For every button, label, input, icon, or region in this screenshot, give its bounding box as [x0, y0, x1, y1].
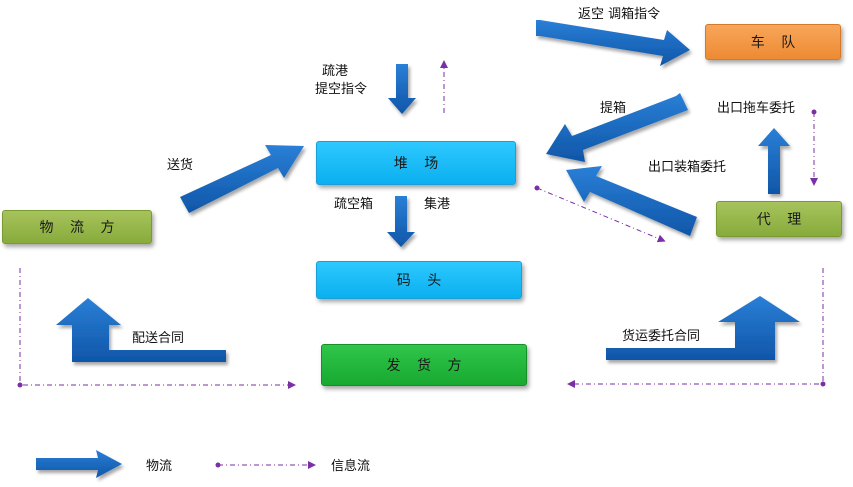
logistics-node: 物 流 方	[2, 210, 152, 244]
agent-node: 代 理	[716, 201, 842, 237]
terminal-node: 码 头	[316, 261, 522, 299]
yard-node: 堆 场	[316, 141, 516, 185]
legend-info-label: 信息流	[331, 459, 371, 474]
label-pick-box: 提箱	[600, 101, 627, 116]
fleet-node: 车 队	[705, 24, 841, 60]
return-empty-arrow	[536, 20, 690, 66]
info-line-left-contract	[19, 268, 296, 389]
label-delivery-contract: 配送合同	[132, 331, 185, 346]
evacuate-arrow	[388, 64, 416, 114]
label-evacuate-line1: 疏港	[322, 64, 349, 79]
label-return-empty: 返空 调箱指令	[578, 7, 661, 22]
label-freight-contract: 货运委托合同	[622, 329, 701, 344]
pick-box-arrow	[546, 93, 688, 162]
label-deliver: 送货	[167, 158, 194, 173]
label-export-pack: 出口装箱委托	[648, 160, 727, 175]
label-export-tow: 出口拖车委托	[717, 101, 796, 116]
export-pack-arrow	[566, 166, 697, 236]
delivery-contract-arrow	[56, 298, 226, 362]
freight-contract-arrow	[606, 296, 800, 360]
info-line-yard-agent	[534, 185, 666, 243]
agent-up-arrow	[758, 128, 790, 194]
shipper-node: 发 货 方	[321, 344, 527, 386]
label-evacuate-empty: 疏空箱	[334, 197, 374, 212]
yard-to-terminal-arrow	[387, 196, 415, 247]
label-gather-port: 集港	[424, 197, 451, 212]
deliver-arrow	[180, 145, 304, 213]
label-evacuate-line2: 提空指令	[315, 82, 368, 97]
legend-logistics-label: 物流	[146, 459, 173, 474]
legend-logistics-arrow	[36, 450, 122, 478]
info-line-right-contract	[567, 268, 824, 388]
